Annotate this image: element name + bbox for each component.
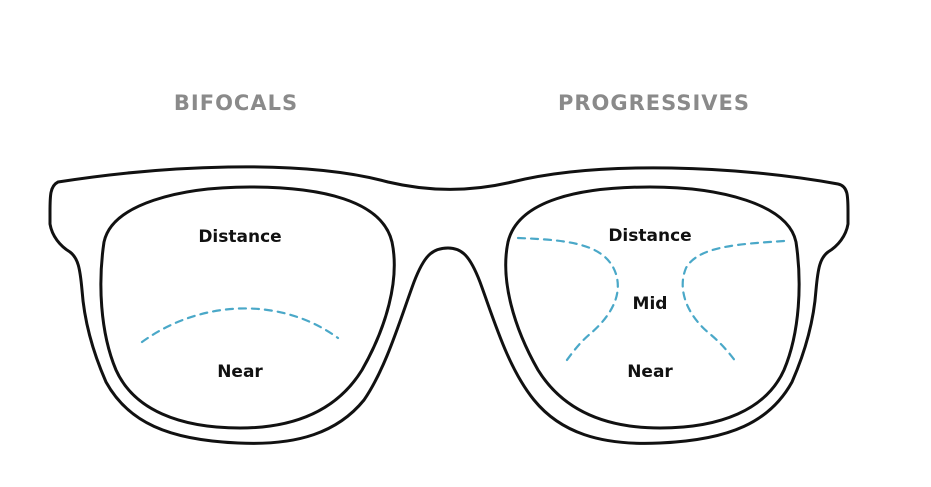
bifocal-divider-line — [140, 307, 340, 344]
bifocal-distance-label: Distance — [198, 227, 281, 247]
progressive-mid-label: Mid — [633, 294, 668, 314]
progressive-near-label: Near — [627, 362, 673, 382]
left-lens — [99, 185, 396, 430]
bifocal-near-label: Near — [217, 362, 263, 382]
progressive-right-boundary — [681, 239, 786, 364]
progressives-title: PROGRESSIVES — [558, 91, 750, 115]
progressive-distance-label: Distance — [608, 226, 691, 246]
bifocals-title: BIFOCALS — [174, 91, 298, 115]
progressive-left-boundary — [516, 236, 619, 366]
